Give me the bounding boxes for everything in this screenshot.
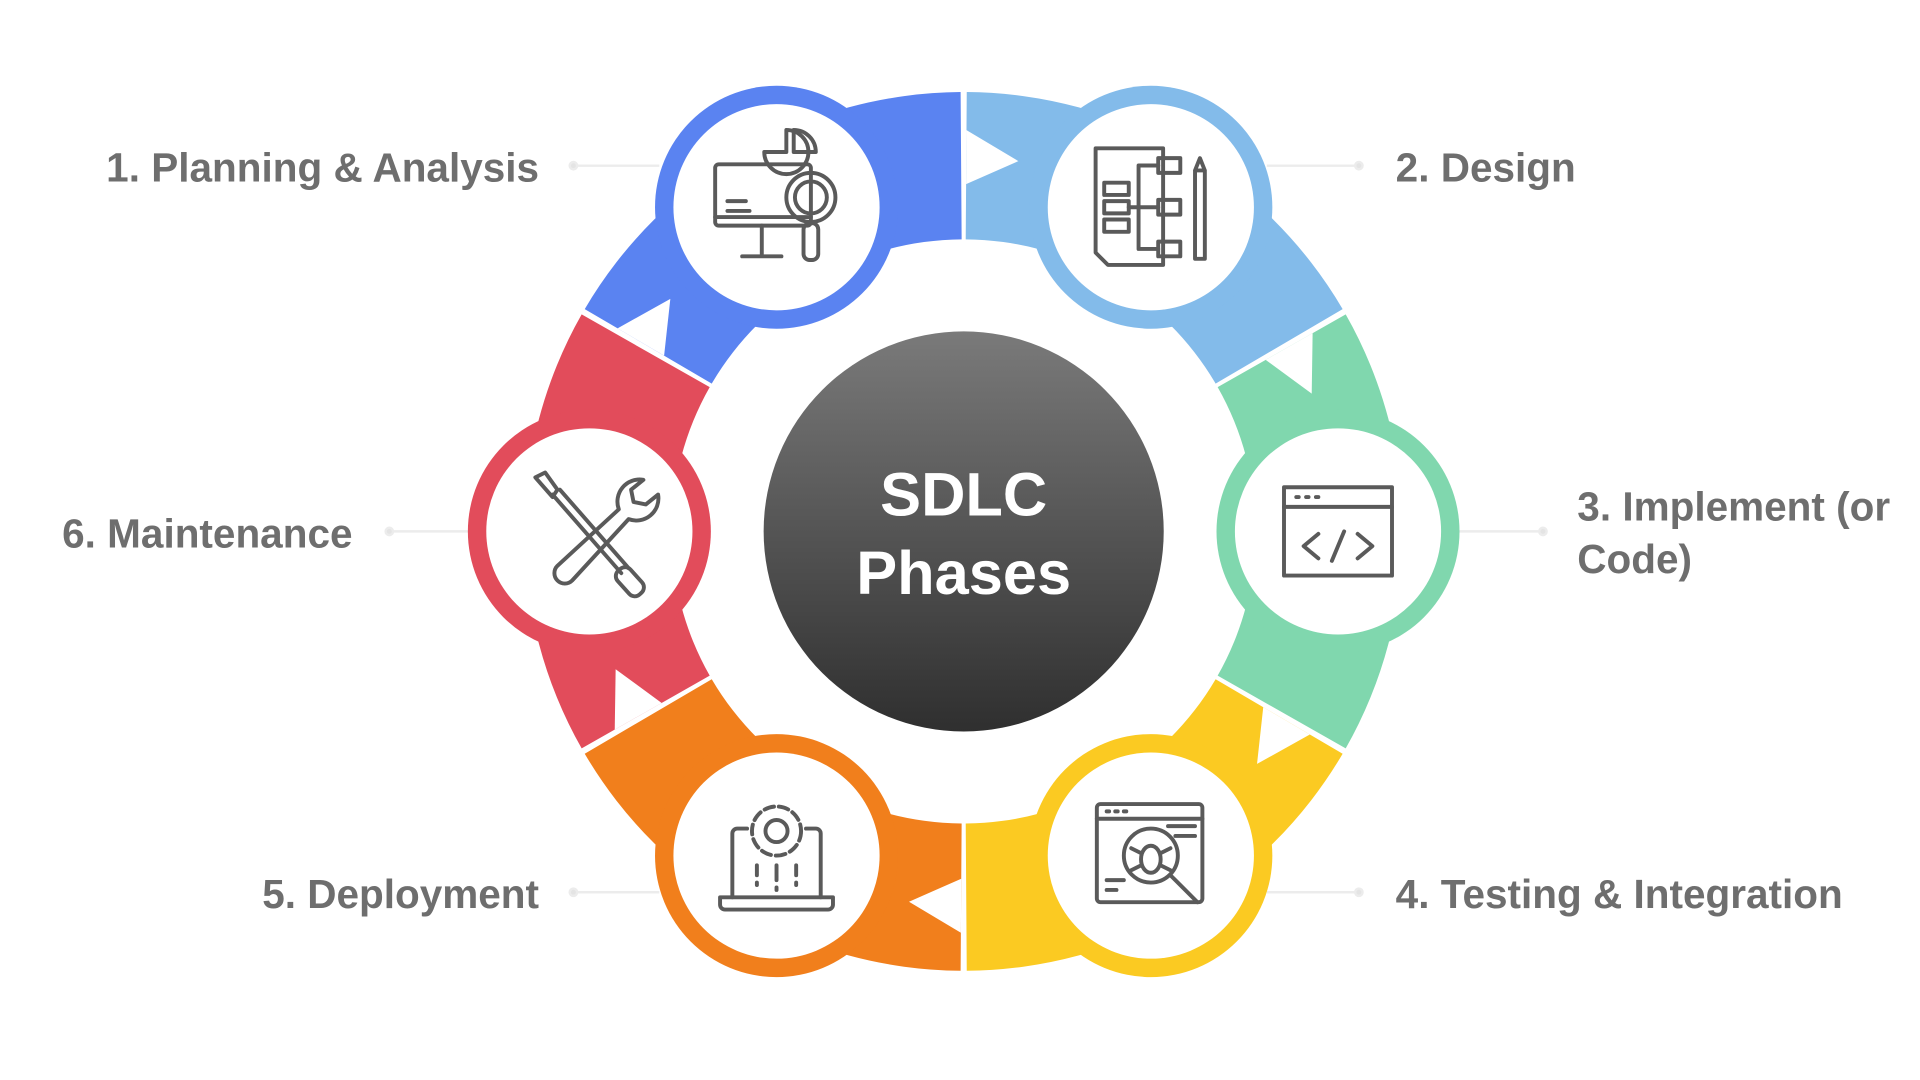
phase-node-maintenance: [486, 428, 693, 635]
center-circle: [763, 331, 1164, 732]
phase-label-planning: 1. Planning & Analysis: [106, 145, 539, 191]
phase-node-testing: [1047, 752, 1254, 959]
bug-search-icon: [1094, 802, 1205, 905]
connector-dot-4: [1353, 887, 1364, 898]
phase-node-planning: [673, 104, 880, 311]
connector-dot-5: [568, 887, 579, 898]
arrow-notch: [966, 130, 1019, 185]
phase-nodes: [467, 85, 1460, 978]
phase-label-maintenance: 6. Maintenance: [62, 510, 352, 556]
phase-node-implement: [1234, 428, 1442, 635]
connector-dot-6: [384, 526, 395, 537]
flowchart-document-icon: [1093, 146, 1207, 267]
phase-label-deployment: 5. Deployment: [262, 871, 539, 917]
wrench-screwdriver-icon: [533, 470, 661, 599]
arrow-notch: [909, 878, 962, 933]
phase-label-implement-line2: Code): [1577, 536, 1692, 582]
center-title-line1: SDLC: [880, 460, 1047, 529]
laptop-gear-icon: [718, 804, 835, 912]
phase-label-testing: 4. Testing & Integration: [1396, 871, 1843, 917]
connector-dot-1: [568, 160, 579, 171]
monitor-chart-magnifier-icon: [713, 127, 838, 262]
arrow-notch: [617, 298, 671, 356]
connectors: [384, 160, 1548, 898]
phase-label-design: 2. Design: [1396, 145, 1576, 191]
connector-dot-3: [1538, 526, 1548, 537]
code-window-icon: [1282, 485, 1394, 578]
arrow-notch: [1257, 707, 1310, 764]
connector-dot-2: [1353, 160, 1364, 171]
center-title-line2: Phases: [856, 539, 1071, 608]
arrow-notch: [1265, 333, 1313, 394]
phase-label-implement-line1: 3. Implement (or: [1577, 483, 1890, 529]
arrow-notch: [614, 669, 662, 730]
